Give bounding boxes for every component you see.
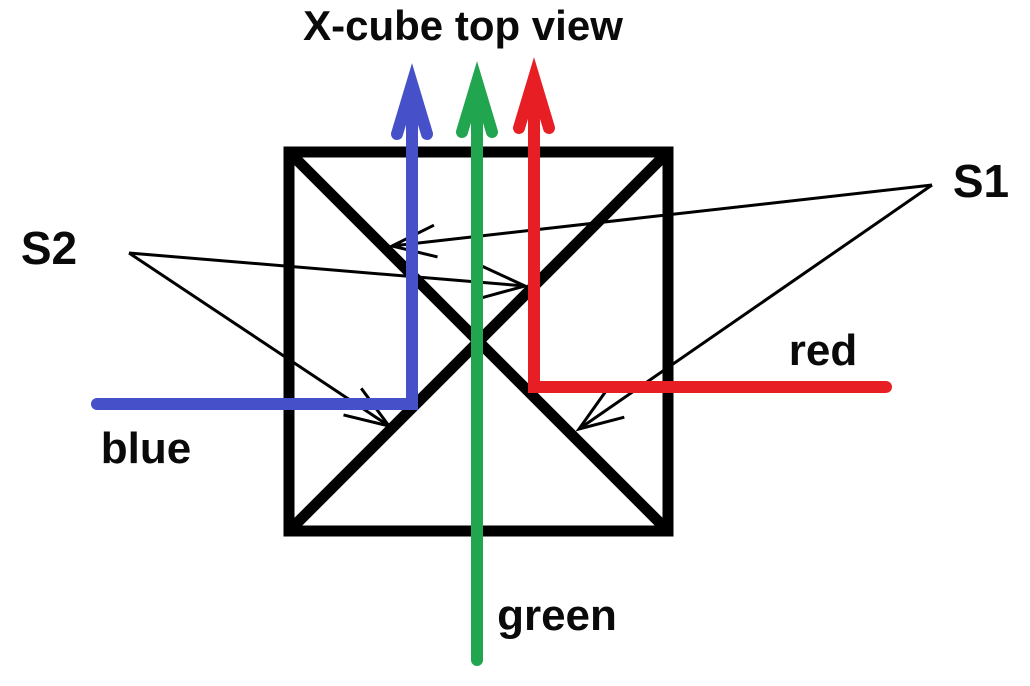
red-beam-label: red — [789, 326, 857, 375]
page-title: X-cube top view — [303, 2, 623, 49]
s2-label: S2 — [21, 222, 77, 274]
green-beam-label: green — [497, 591, 617, 640]
s2-pointer-arrow-lower — [128, 251, 393, 429]
blue-beam-path — [91, 94, 418, 410]
s2-pointer-arrow-upper — [128, 251, 530, 300]
s1-label: S1 — [953, 155, 1009, 207]
red-beam-arrowhead — [513, 57, 555, 134]
red-beam-path — [528, 90, 892, 393]
green-beam-arrowhead — [456, 61, 498, 138]
blue-beam-label: blue — [101, 424, 191, 473]
blue-beam-arrowhead — [391, 63, 433, 140]
